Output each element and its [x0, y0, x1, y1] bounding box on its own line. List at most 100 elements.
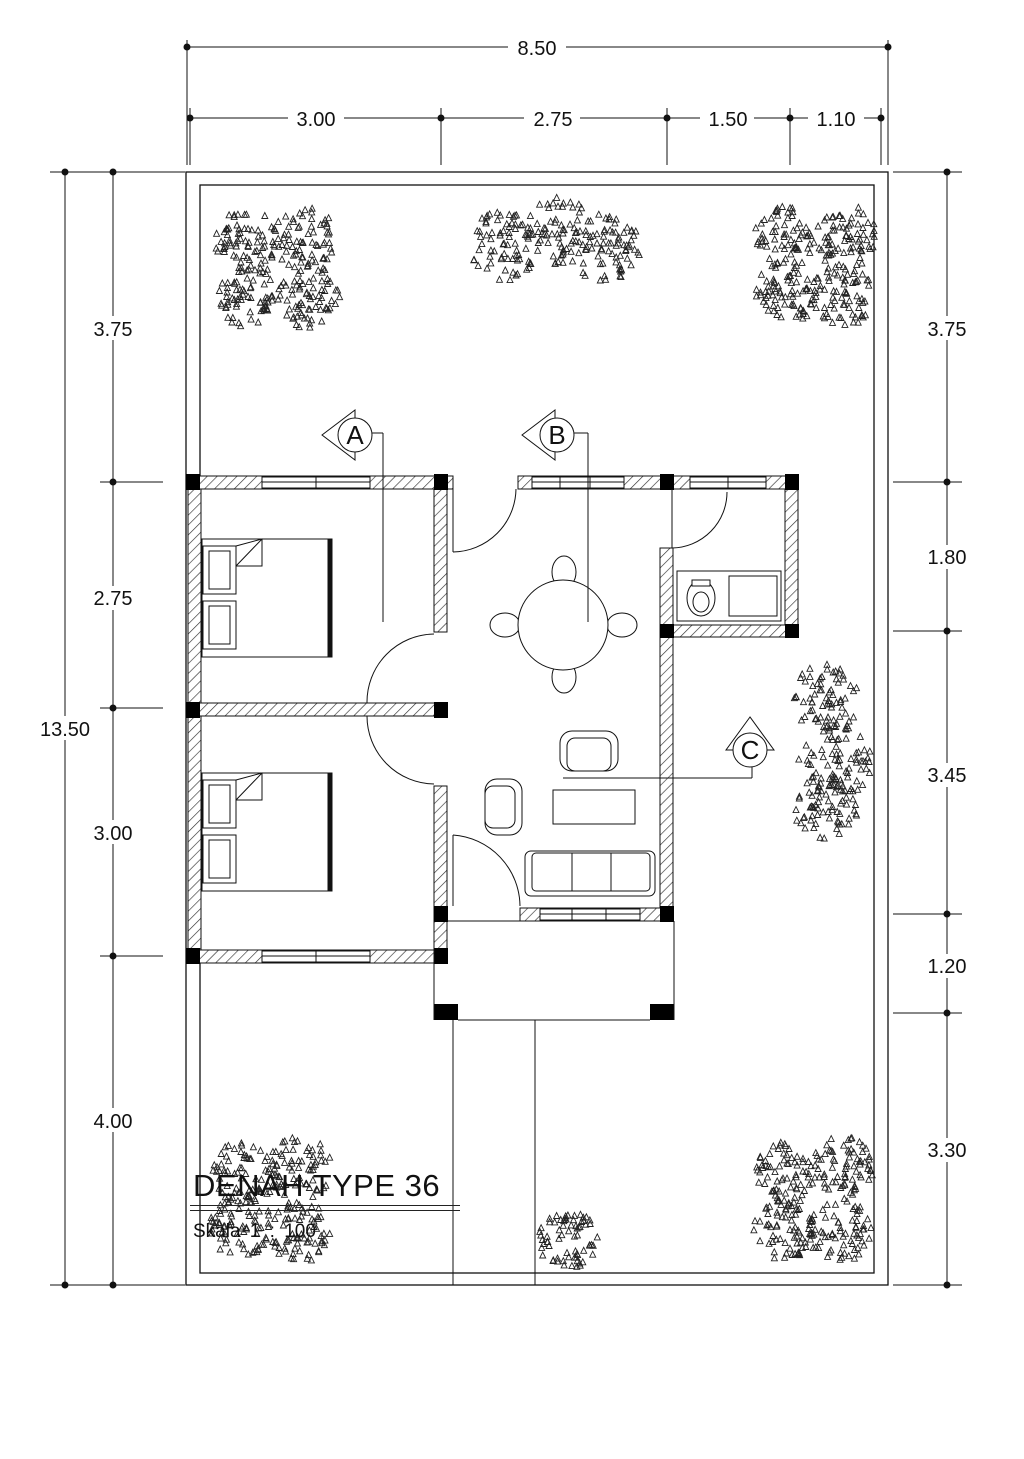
windows	[261, 476, 767, 963]
tree-foliage-mark	[229, 314, 237, 321]
tree-foliage-mark	[807, 816, 815, 824]
tree-foliage-mark	[766, 1150, 774, 1158]
tree-foliage-mark	[326, 1153, 334, 1161]
tree-foliage-mark	[225, 1157, 232, 1165]
tree-foliage-mark	[824, 761, 832, 769]
tree-foliage-mark	[249, 1143, 257, 1151]
tree-foliage-mark	[840, 249, 848, 257]
tree-foliage-mark	[852, 801, 859, 808]
tree-foliage-mark	[303, 1254, 311, 1262]
tree-foliage-mark	[856, 1138, 863, 1146]
tree-foliage-mark	[865, 1175, 873, 1183]
tree-foliage-mark	[825, 814, 833, 822]
tree-foliage-mark	[522, 244, 530, 252]
tree-foliage-mark	[215, 287, 223, 294]
tree-foliage-mark	[838, 703, 846, 711]
tree-foliage-mark	[276, 291, 284, 299]
tree-foliage-mark	[854, 1244, 862, 1252]
tree-foliage-mark	[627, 261, 635, 269]
tree-foliage-mark	[580, 1246, 588, 1254]
tree-foliage-mark	[810, 238, 818, 246]
living-furniture	[484, 730, 656, 897]
tree-foliage-mark	[488, 228, 496, 236]
tree-foliage-mark	[760, 216, 768, 223]
tree-foliage-mark	[769, 1142, 777, 1150]
tree-foliage-mark	[842, 734, 850, 742]
tree-foliage-mark	[802, 223, 810, 231]
tree-foliage-mark	[797, 1180, 805, 1188]
dim-right-seg-2: 1.80	[928, 547, 967, 569]
tree-foliage-mark	[787, 250, 795, 258]
tree-foliage-mark	[812, 769, 820, 777]
tree-foliage-mark	[866, 769, 873, 777]
tree-foliage-mark	[811, 690, 819, 698]
tree-foliage-mark	[309, 228, 317, 236]
tree-foliage-mark	[764, 1173, 771, 1181]
tree-foliage-mark	[251, 266, 259, 274]
tree-foliage-mark	[230, 1145, 238, 1153]
tree-foliage-mark	[579, 259, 587, 267]
tree-foliage-mark	[806, 664, 814, 672]
tree-foliage-mark	[315, 1247, 323, 1255]
tree-foliage-mark	[810, 1211, 818, 1219]
tree-foliage-mark	[612, 241, 620, 249]
tree-foliage-mark	[806, 248, 814, 256]
tree-foliage-mark	[845, 814, 853, 822]
tree-foliage-mark	[487, 259, 495, 267]
tree-foliage-mark	[828, 1163, 836, 1171]
tree-foliage-mark	[571, 1211, 578, 1219]
tree-foliage-mark	[854, 209, 862, 217]
tree-foliage-mark	[767, 214, 775, 222]
tree-foliage-mark	[830, 1212, 838, 1220]
tree-foliage-mark	[781, 300, 789, 308]
tree-foliage-mark	[780, 1196, 788, 1204]
tree-foliage-mark	[474, 261, 482, 269]
tree-foliage-mark	[575, 249, 583, 257]
tree-foliage-mark	[285, 305, 293, 313]
tree-foliage-mark	[814, 811, 822, 818]
tree-foliage-mark	[841, 694, 849, 702]
tree-foliage-mark	[602, 275, 610, 283]
tree-foliage-mark	[555, 1226, 563, 1234]
tree-foliage-mark	[770, 1248, 778, 1256]
tree-foliage-mark	[859, 270, 866, 278]
tree-foliage-mark	[760, 297, 767, 305]
tree-foliage-mark	[848, 214, 856, 222]
tree-foliage-mark	[849, 795, 857, 803]
terrace	[433, 920, 675, 1285]
section-marker-a: A	[346, 420, 364, 450]
site-boundary	[185, 171, 889, 1286]
tree-foliage-mark	[328, 248, 336, 256]
tree-foliage-mark	[254, 226, 262, 234]
tree-foliage-mark	[304, 230, 312, 238]
tree-foliage-mark	[773, 311, 781, 318]
tree-foliage-mark	[537, 1231, 545, 1239]
drawing-scale: Skala 1 : 100	[193, 1221, 316, 1242]
tree-foliage-mark	[825, 688, 833, 696]
tree-foliage-mark	[822, 1213, 829, 1221]
tree-foliage-mark	[623, 223, 631, 231]
tree-foliage-mark	[791, 1193, 799, 1201]
tree-foliage-mark	[778, 203, 786, 210]
dim-top-seg-2: 2.75	[534, 109, 573, 131]
tree-foliage-mark	[845, 820, 853, 828]
tree-foliage-mark	[275, 1249, 283, 1257]
dim-top-seg-4: 1.10	[817, 109, 856, 131]
tree-foliage-mark	[261, 212, 269, 219]
tree-foliage-mark	[867, 1224, 875, 1232]
tree-foliage-mark	[810, 824, 818, 832]
tree-foliage-mark	[589, 1250, 597, 1258]
dim-left-seg-4: 4.00	[94, 1111, 133, 1133]
tree-foliage-mark	[827, 301, 835, 308]
tree-foliage-mark	[818, 746, 826, 754]
tree-foliage-mark	[825, 797, 832, 805]
tree-foliage-mark	[217, 1160, 225, 1168]
tree-foliage-mark	[823, 1141, 831, 1149]
section-marker-c: C	[741, 735, 760, 765]
tree-foliage-mark	[249, 276, 257, 284]
tree-foliage-mark	[274, 217, 282, 225]
tree-foliage-mark	[594, 252, 602, 260]
tree-foliage-mark	[771, 235, 779, 243]
tree-foliage-mark	[278, 255, 286, 263]
